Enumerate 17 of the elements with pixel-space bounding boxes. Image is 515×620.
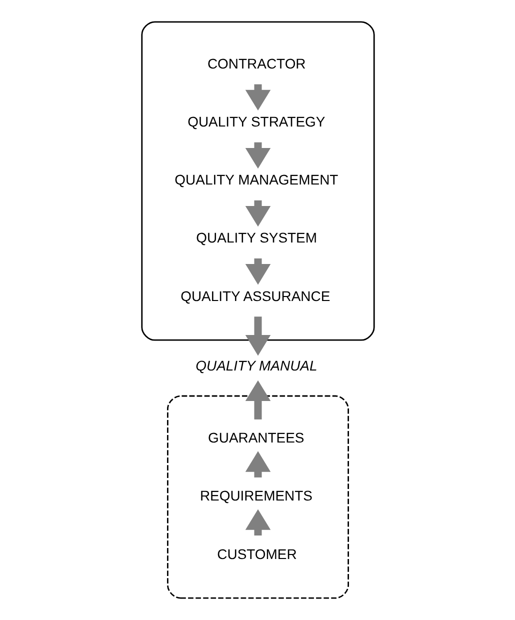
- arrow: [244, 509, 270, 536]
- node-text: QUALITY SYSTEM: [196, 230, 317, 246]
- node-text: CONTRACTOR: [206, 56, 306, 72]
- node-text: REQUIREMENTS: [199, 488, 312, 504]
- node-text: QUALITY ASSURANCE: [180, 288, 330, 304]
- node-text: QUALITY MANUAL: [195, 358, 317, 374]
- node-text: QUALITY STRATEGY: [187, 114, 325, 130]
- node-text: QUALITY MANAGEMENT: [174, 172, 338, 188]
- arrow: [244, 84, 270, 111]
- node-text: CUSTOMER: [216, 546, 296, 562]
- node-text: GUARANTEES: [208, 430, 304, 446]
- arrow: [244, 316, 270, 356]
- arrow: [244, 258, 270, 285]
- arrow: [244, 200, 270, 227]
- arrow: [244, 142, 270, 169]
- arrow: [244, 380, 270, 420]
- arrow: [244, 451, 270, 478]
